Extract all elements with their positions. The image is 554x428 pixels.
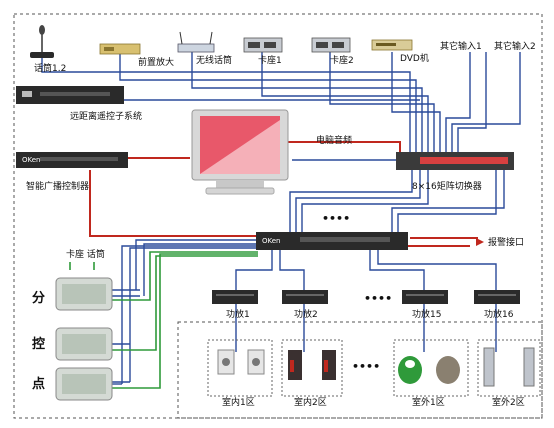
label-amp2: 功放2 <box>294 310 318 320</box>
label-remote-system: 远距离遥控子系统 <box>70 112 143 122</box>
brand-logo-controller: OKen <box>22 156 41 164</box>
label-zone-outdoor1: 室外1区 <box>412 398 445 408</box>
deck2-device <box>311 37 351 53</box>
outdoor2-speakers <box>477 339 541 397</box>
blue-connection-lines <box>41 50 521 385</box>
label-alarm-port: 报警接口 <box>488 238 525 248</box>
label-fen: 分 <box>32 291 46 306</box>
indoor2-speakers <box>281 339 343 397</box>
remote-system-device <box>16 86 124 104</box>
label-amp1: 功放1 <box>226 310 250 320</box>
ellipsis-amps: •••• <box>364 292 393 305</box>
outdoor1-speakers <box>393 339 469 397</box>
wireless-mic-device <box>177 31 215 53</box>
red-arrowheads <box>476 238 484 246</box>
label-matrix-switcher: 8×16矩阵切换器 <box>412 182 482 192</box>
label-amp16: 功放16 <box>484 310 514 320</box>
amp1-device <box>212 290 258 304</box>
red-connection-lines <box>89 141 478 247</box>
label-zone-indoor2: 室内2区 <box>294 398 327 408</box>
label-deck2: 卡座2 <box>330 56 354 66</box>
amp2-device <box>282 290 328 304</box>
brand-logo-central: OKen <box>262 237 281 245</box>
label-deck-mic: 卡座 话筒 <box>66 250 105 260</box>
ellipsis-top: •••• <box>322 212 351 225</box>
dvd-device <box>371 39 413 51</box>
label-preamp: 前置放大 <box>138 58 175 68</box>
speaker-zone-frame <box>177 321 543 419</box>
broadcast-controller-device <box>16 152 128 168</box>
label-amp15: 功放15 <box>412 310 442 320</box>
label-deck1: 卡座1 <box>258 56 282 66</box>
indoor1-speakers <box>207 339 273 397</box>
label-other-in2: 其它输入2 <box>494 42 536 52</box>
matrix-switcher-device <box>396 152 514 170</box>
monitor-icon <box>191 109 289 195</box>
zone-panel-1 <box>55 277 113 311</box>
green-connection-lines <box>69 251 258 389</box>
zone-panel-2 <box>55 327 113 361</box>
mic-icon <box>30 25 54 58</box>
label-wireless-mic: 无线话筒 <box>196 56 233 66</box>
label-zone-indoor1: 室内1区 <box>222 398 255 408</box>
amp15-device <box>402 290 448 304</box>
label-broadcast-controller: 智能广播控制器 <box>26 182 90 192</box>
label-other-in1: 其它输入1 <box>440 42 482 52</box>
deck1-device <box>243 37 283 53</box>
amp16-device <box>474 290 520 304</box>
label-mic: 话筒1.2 <box>34 64 67 74</box>
preamp-device <box>99 43 141 55</box>
label-dvd: DVD机 <box>400 54 429 64</box>
zone-panel-3 <box>55 367 113 401</box>
label-kong: 控 <box>32 337 46 352</box>
outer-dashed-frame <box>13 13 543 419</box>
ellipsis-zones: •••• <box>352 360 381 373</box>
label-pc-audio: 电脑音频 <box>316 136 353 146</box>
central-controller-device <box>256 232 408 250</box>
label-dian: 点 <box>32 377 46 392</box>
label-zone-outdoor2: 室外2区 <box>492 398 525 408</box>
